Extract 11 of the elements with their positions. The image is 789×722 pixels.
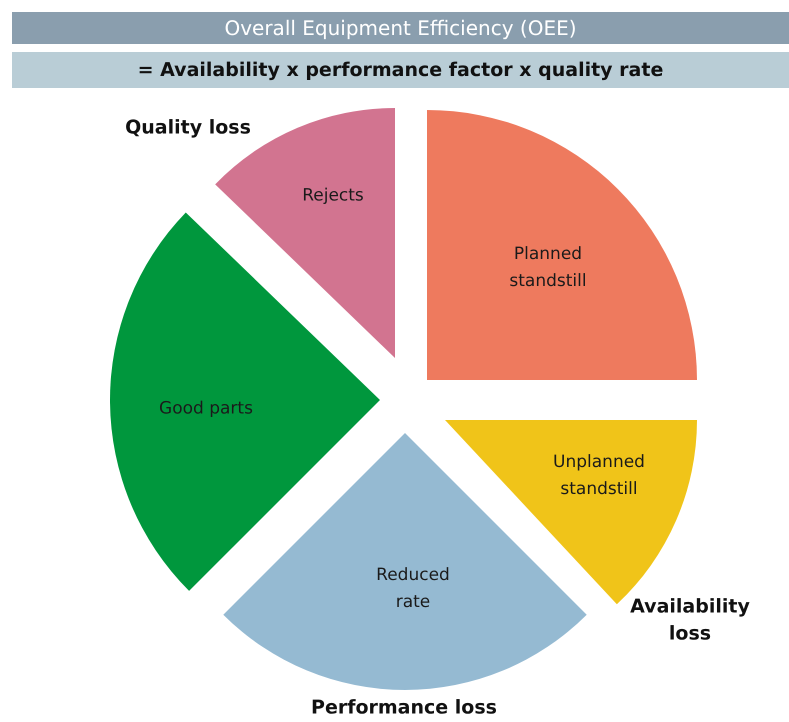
slice-label: Good parts [158, 397, 254, 420]
pie-slice [427, 110, 697, 380]
loss-label: Availability loss [629, 594, 751, 646]
loss-label: Quality loss [124, 116, 252, 141]
slice-label: Reduced rate [375, 564, 451, 614]
loss-label: Performance loss [310, 696, 498, 721]
formula-band: = Availability x performance factor x quality rate [12, 52, 789, 88]
title-band: Overall Equipment Efficiency (OEE) [12, 12, 789, 44]
slice-label: Unplanned standstill [552, 450, 646, 501]
slice-label: Planned standstill [508, 242, 588, 293]
slice-label: Rejects [301, 184, 365, 208]
